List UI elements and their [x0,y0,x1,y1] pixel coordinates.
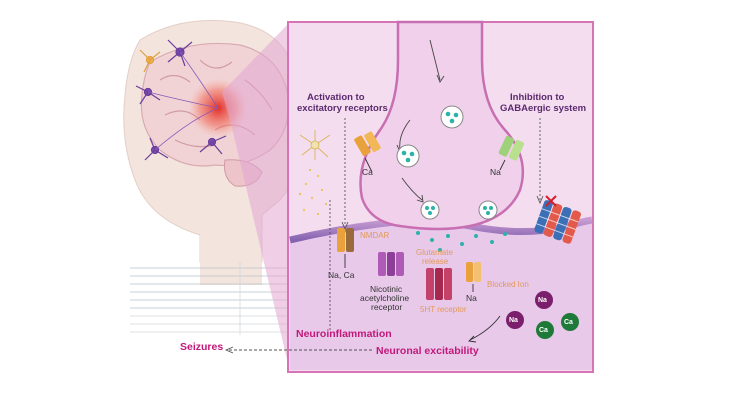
inhibition-label-line2: GABAergic system [500,103,586,114]
ca-channel [354,131,381,173]
ion-arrowhead [468,335,477,343]
nmdar-receptor [337,228,354,252]
pollen-illustration [298,130,331,216]
ion-arrow [469,315,501,341]
na-ca-label: Na, Ca [328,270,355,280]
synaptic-vesicles [396,105,498,220]
inhibition-arrowhead [536,195,544,205]
na-channel [498,135,525,171]
ion-na-2-label: Na [509,317,518,324]
ion-cluster: Na Na Ca Ca [506,291,579,339]
brain-neurons [135,39,227,161]
small-na-label: Na [466,293,477,303]
small-na-channel [466,262,481,282]
activation-label-line1: Activation to [307,92,365,103]
activation-arrowhead [341,221,349,231]
nicotinic-label-line1: Nicotinic [370,284,403,294]
5ht-label: 5HT receptor [420,305,467,314]
seizures-label: Seizures [180,341,223,353]
nicotinic-label: Nicotinic acetylcholine receptor [360,284,412,312]
presynaptic-terminal [359,20,525,231]
inhibition-label-line1: Inhibition to [510,92,565,103]
zoom-wedge [222,22,290,372]
na-channel-label: Na [490,167,501,177]
glutamate-molecules [416,231,507,252]
ion-ca-1-label: Ca [539,327,548,334]
ion-na-1-label: Na [538,297,547,304]
orange-neuron [139,49,161,73]
ion-ca-1 [536,321,554,339]
activation-label: Activation to excitatory receptors [297,92,388,114]
gaba-block-x [545,195,557,207]
ion-na-1 [535,291,553,309]
glutamate-label-line2: release [422,257,449,266]
neck [200,235,262,285]
excitability-label: Neuronal excitability [376,345,479,357]
ion-ca-2-label: Ca [564,319,573,326]
blocked-label: Blocked Ion [487,280,529,289]
gaba-receptor [534,200,581,244]
nicotinic-receptor [378,252,404,276]
nmdar-label: NMDAR [360,231,390,240]
seizures-arrowhead [224,346,234,354]
inhibition-label: Inhibition to GABAergic system [500,92,586,114]
glutamate-label: Glutamate release [416,248,455,266]
5ht-receptor [426,268,452,300]
activation-label-line2: excitatory receptors [297,103,388,114]
eeg-traces [130,262,300,335]
glutamate-label-line1: Glutamate [416,248,453,257]
nicotinic-label-line3: receptor [371,302,402,312]
nicotinic-label-line2: acetylcholine [360,293,409,303]
neuroinflammation-label: Neuroinflammation [296,328,392,340]
ion-na-2 [506,311,524,329]
ion-ca-2 [561,313,579,331]
ca-channel-label: Ca [362,167,373,177]
